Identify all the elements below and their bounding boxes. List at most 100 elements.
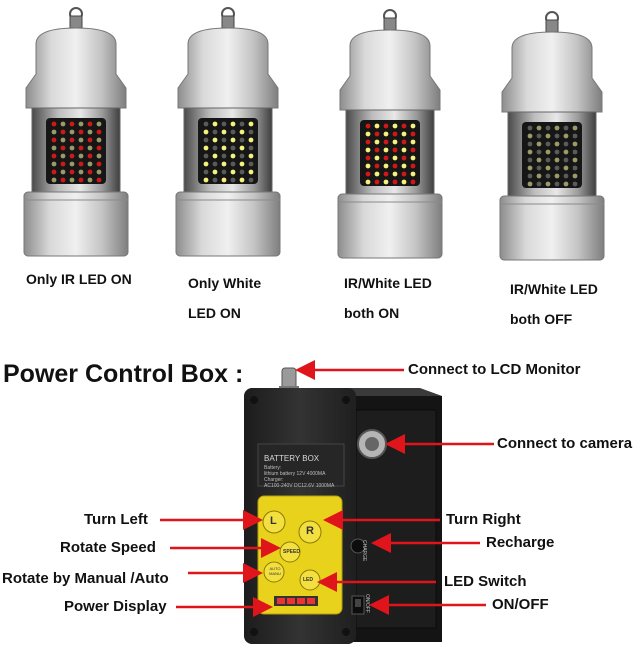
led-dot: [248, 137, 254, 143]
led-dot: [527, 165, 533, 171]
label-recharge: Recharge: [486, 534, 555, 551]
led-dot: [87, 161, 93, 167]
led-dot: [203, 169, 209, 175]
led-dot: [248, 177, 254, 183]
led-dot: [383, 147, 389, 153]
led-dot: [248, 129, 254, 135]
led-dot: [60, 129, 66, 135]
led-dot: [221, 145, 227, 151]
led-dot: [410, 163, 416, 169]
led-dot: [554, 157, 560, 163]
led-dot: [230, 153, 236, 159]
led-dot: [392, 123, 398, 129]
led-dot: [69, 169, 75, 175]
led-dot: [554, 125, 560, 131]
led-dot: [554, 173, 560, 179]
led-dot: [536, 149, 542, 155]
led-dot: [69, 177, 75, 183]
led-dot: [545, 125, 551, 131]
led-dot: [60, 137, 66, 143]
led-dot: [554, 165, 560, 171]
led-dot: [563, 133, 569, 139]
led-dot: [527, 133, 533, 139]
label-connect-monitor: Connect to LCD Monitor: [408, 361, 581, 378]
led-dot: [383, 163, 389, 169]
led-dot: [392, 131, 398, 137]
led-dot: [60, 161, 66, 167]
led-dot: [87, 121, 93, 127]
led-dot: [374, 179, 380, 185]
led-dot: [96, 129, 102, 135]
led-dot: [51, 153, 57, 159]
led-dot: [545, 149, 551, 155]
led-dot: [51, 169, 57, 175]
led-dot: [527, 157, 533, 163]
led-dot: [410, 179, 416, 185]
label-turn-left: Turn Left: [84, 511, 148, 528]
led-dot: [365, 171, 371, 177]
button-right-label[interactable]: R: [306, 525, 314, 537]
led-dot: [392, 155, 398, 161]
led-dot: [248, 169, 254, 175]
led-dot: [410, 171, 416, 177]
led-dot: [96, 169, 102, 175]
led-dot: [212, 137, 218, 143]
led-dot: [60, 169, 66, 175]
led-dot: [203, 137, 209, 143]
led-dot: [374, 131, 380, 137]
led-dot: [239, 177, 245, 183]
led-dot: [248, 121, 254, 127]
label-power-display: Power Display: [64, 598, 167, 615]
led-dot: [239, 129, 245, 135]
led-dot: [401, 171, 407, 177]
led-dot: [69, 121, 75, 127]
camera-ir-on: [23, 7, 129, 257]
led-dot: [221, 121, 227, 127]
caption-both-on: IR/White LED both ON: [344, 275, 432, 321]
led-dot: [383, 131, 389, 137]
led-dot: [230, 121, 236, 127]
led-dot: [392, 163, 398, 169]
button-auto-label[interactable]: AUTO MANU: [269, 566, 281, 576]
led-dot: [572, 181, 578, 187]
led-dot: [392, 179, 398, 185]
led-dot: [203, 129, 209, 135]
button-left-label[interactable]: L: [270, 515, 277, 527]
led-dot: [365, 179, 371, 185]
button-led-label[interactable]: LED: [303, 577, 313, 583]
section-title: Power Control Box :: [3, 360, 244, 388]
led-dot: [392, 139, 398, 145]
button-speed-label[interactable]: SPEED: [283, 549, 300, 555]
caption-both-off: IR/White LED both OFF: [510, 281, 598, 327]
panel-specs: Battery: lithium battery 12V 4000MA Char…: [264, 465, 335, 489]
led-dot: [563, 125, 569, 131]
led-dot: [383, 179, 389, 185]
led-dot: [87, 137, 93, 143]
led-dot: [230, 145, 236, 151]
led-dot: [96, 153, 102, 159]
led-dot: [51, 121, 57, 127]
label-led-switch: LED Switch: [444, 573, 527, 590]
led-dot: [383, 171, 389, 177]
led-dot: [239, 161, 245, 167]
camera-white-on: [175, 7, 281, 257]
led-dot: [572, 157, 578, 163]
led-dot: [365, 163, 371, 169]
led-dot: [410, 155, 416, 161]
led-dot: [87, 129, 93, 135]
led-dot: [78, 169, 84, 175]
led-dot: [203, 145, 209, 151]
led-dot: [401, 131, 407, 137]
led-dot: [51, 137, 57, 143]
label-connect-camera: Connect to camera: [497, 435, 633, 452]
led-dot: [536, 125, 542, 131]
led-dot: [78, 121, 84, 127]
led-dot: [572, 125, 578, 131]
led-dot: [374, 163, 380, 169]
led-dot: [221, 153, 227, 159]
led-dot: [536, 141, 542, 147]
led-dot: [78, 129, 84, 135]
led-dot: [392, 171, 398, 177]
led-dot: [383, 155, 389, 161]
led-dot: [365, 123, 371, 129]
